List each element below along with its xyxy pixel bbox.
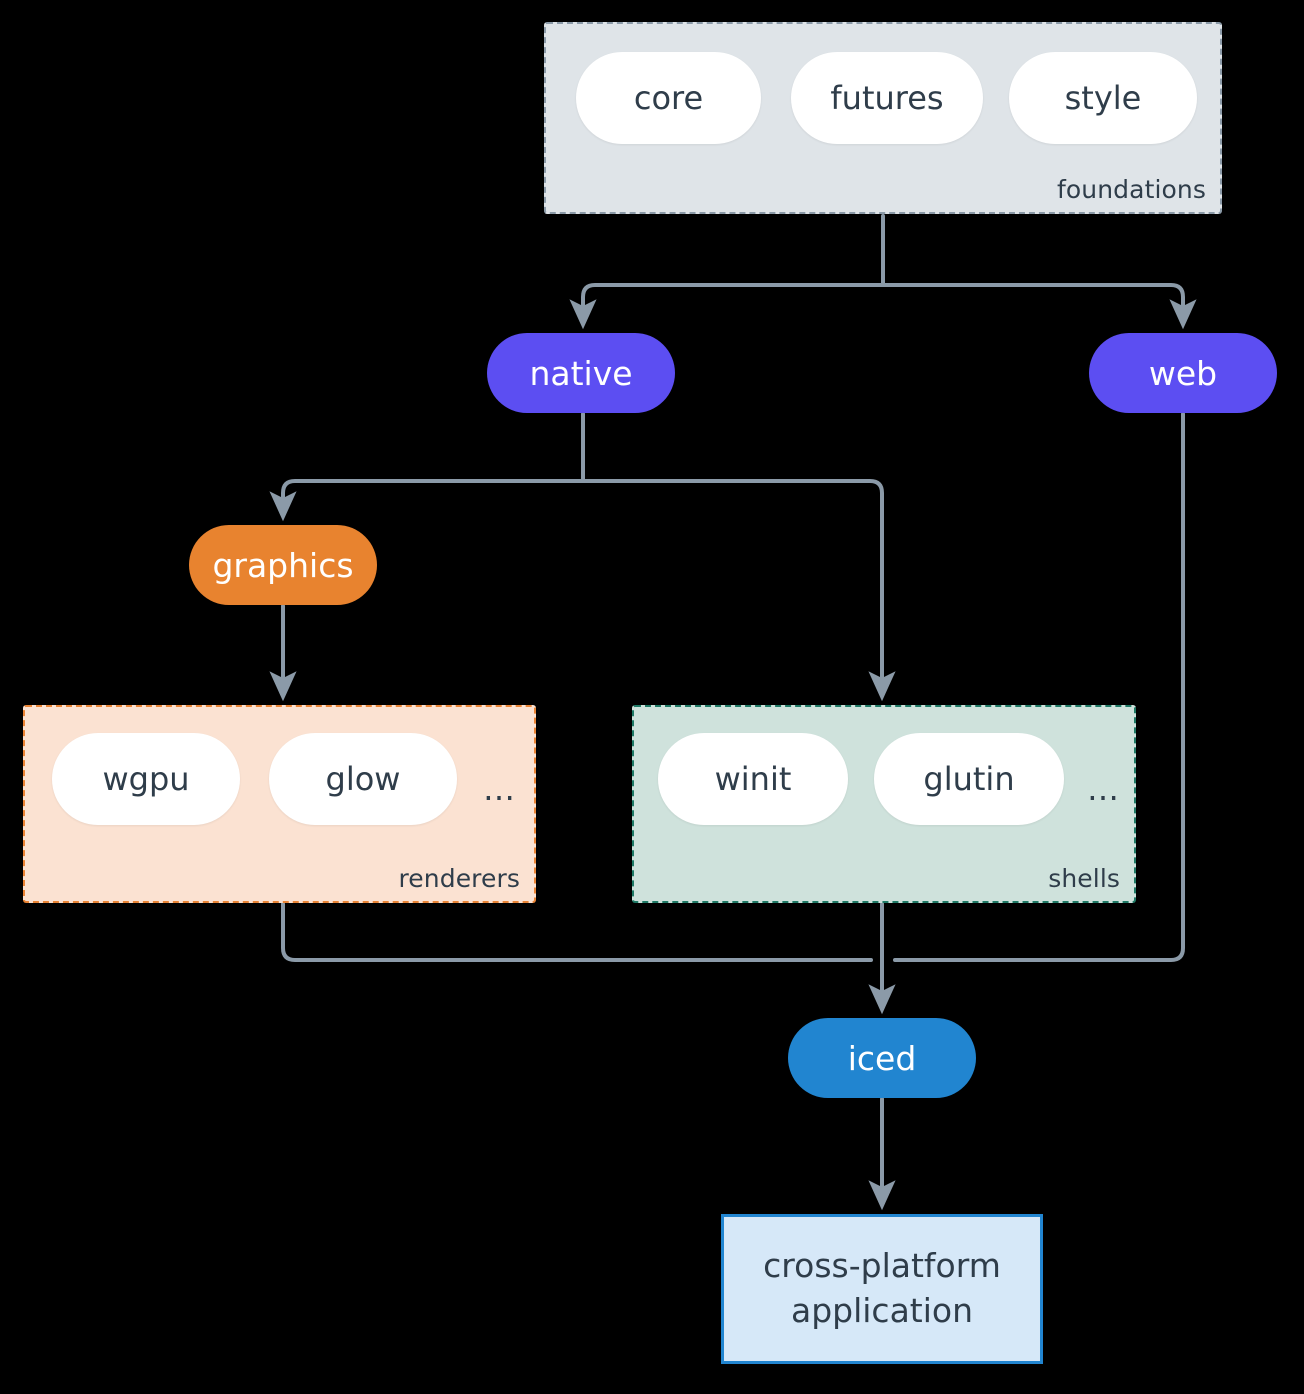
node-cross-platform-application[interactable]: cross-platform application: [721, 1214, 1043, 1364]
cluster-foundations-label: foundations: [1057, 175, 1206, 204]
node-core[interactable]: core: [576, 52, 761, 144]
node-glow-label: glow: [325, 760, 401, 798]
node-web-label: web: [1148, 353, 1218, 393]
node-core-label: core: [633, 79, 704, 117]
node-style-label: style: [1064, 79, 1142, 117]
edge-foundations-to-web: [881, 283, 1197, 330]
edge-native-to-shells: [581, 479, 896, 702]
node-graphics[interactable]: graphics: [189, 525, 377, 605]
edge-native-to-graphics: [269, 479, 585, 522]
node-glow[interactable]: glow: [269, 733, 457, 825]
application-label-line1: cross-platform: [763, 1246, 1001, 1286]
node-winit[interactable]: winit: [658, 733, 848, 825]
cluster-renderers-label: renderers: [398, 864, 520, 893]
node-style[interactable]: style: [1009, 52, 1197, 144]
node-wgpu-label: wgpu: [102, 760, 190, 798]
node-glutin[interactable]: glutin: [874, 733, 1064, 825]
edge-renderers-to-iced: [281, 902, 873, 962]
node-iced[interactable]: iced: [788, 1018, 976, 1098]
cluster-shells-label: shells: [1048, 864, 1120, 893]
renderers-overflow-ellipsis: …: [483, 770, 516, 808]
cluster-foundations: core futures style foundations: [544, 22, 1222, 214]
node-native-label: native: [529, 353, 633, 393]
edge-foundations-to-native: [569, 283, 885, 330]
node-web[interactable]: web: [1089, 333, 1277, 413]
node-glutin-label: glutin: [923, 760, 1015, 798]
cluster-renderers: wgpu glow … renderers: [23, 705, 536, 903]
node-iced-label: iced: [847, 1038, 917, 1078]
node-winit-label: winit: [714, 760, 792, 798]
application-label-line2: application: [790, 1291, 974, 1330]
shells-overflow-ellipsis: …: [1087, 770, 1120, 808]
cluster-shells: winit glutin … shells: [632, 705, 1136, 903]
node-native[interactable]: native: [487, 333, 675, 413]
node-graphics-label: graphics: [212, 545, 354, 585]
node-futures[interactable]: futures: [791, 52, 983, 144]
node-futures-label: futures: [830, 79, 944, 117]
node-wgpu[interactable]: wgpu: [52, 733, 240, 825]
